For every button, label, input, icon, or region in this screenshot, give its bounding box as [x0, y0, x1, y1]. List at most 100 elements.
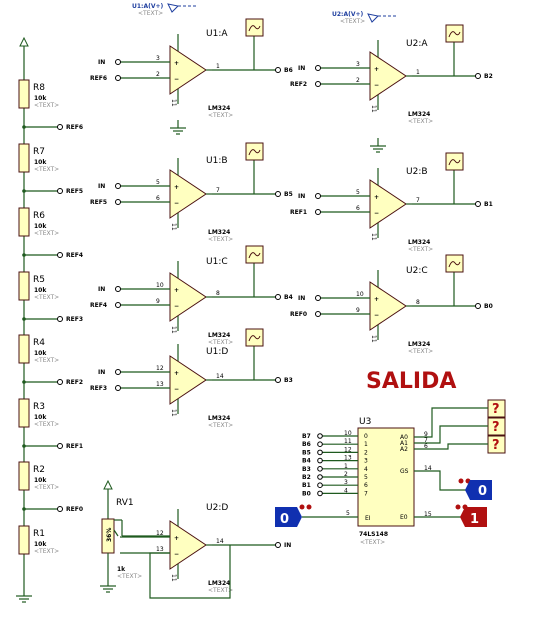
- svg-text:?: ?: [492, 402, 500, 417]
- u3-input-name: 3: [364, 458, 368, 465]
- svg-text:9: 9: [156, 298, 160, 305]
- input-net-label: IN: [98, 369, 105, 376]
- salida-title: SALIDA: [366, 369, 456, 394]
- ei-state-indicator: [275, 507, 302, 527]
- eo-state-indicator: [460, 507, 487, 527]
- resistor-value: 10k: [34, 350, 47, 357]
- u3-input-net: B7: [302, 433, 311, 440]
- ground-icon: [169, 119, 187, 135]
- svg-text:3: 3: [156, 55, 160, 62]
- net-terminal-icon: [317, 457, 323, 464]
- net-terminal-icon: [115, 59, 121, 65]
- opamp-blocks: +−1132INREF61B6U1:ALM324<TEXT>+−1156INRE…: [90, 18, 493, 599]
- logic-probe-a1: ?: [487, 417, 506, 436]
- input-net-label: IN: [98, 286, 105, 293]
- opamp-part: LM324: [408, 111, 430, 118]
- resistor-text: <TEXT>: [34, 166, 59, 173]
- u3-output-name: A2: [400, 446, 408, 453]
- svg-text:7: 7: [416, 197, 420, 204]
- svg-text:11: 11: [170, 99, 177, 107]
- svg-text:+: +: [374, 66, 379, 73]
- svg-text:−: −: [174, 551, 179, 558]
- resistor-ref: R6: [33, 211, 45, 221]
- output-net-label: B3: [284, 377, 293, 384]
- input-net-label: REF6: [90, 75, 107, 82]
- svg-text:11: 11: [370, 335, 377, 343]
- svg-text:11: 11: [344, 438, 352, 445]
- u3-output-name: GS: [400, 468, 409, 475]
- opamp-text: <TEXT>: [208, 422, 233, 429]
- opamp-ref: U2:C: [406, 266, 428, 276]
- svg-text:?: ?: [492, 420, 500, 435]
- resistor-value: 10k: [34, 95, 47, 102]
- svg-text:−: −: [374, 210, 379, 217]
- opamp-text: <TEXT>: [408, 246, 433, 253]
- resistor-ref: R2: [33, 465, 45, 475]
- u3-input-name: 1: [364, 441, 368, 448]
- svg-text:3: 3: [344, 479, 348, 486]
- svg-text:3: 3: [356, 61, 360, 68]
- u3-input-net: B3: [302, 466, 311, 473]
- resistor-text: <TEXT>: [34, 357, 59, 364]
- logic-probe-a0: ?: [487, 399, 506, 418]
- svg-text:−: −: [174, 200, 179, 207]
- resistor-value: 10k: [34, 159, 47, 166]
- power-label-u1: U1:A(V+): [132, 3, 164, 10]
- opamp-text: <TEXT>: [208, 236, 233, 243]
- svg-text:+: +: [174, 287, 179, 294]
- net-terminal-icon: [317, 441, 323, 448]
- net-terminal-icon: [57, 124, 63, 130]
- svg-text:−: −: [374, 82, 379, 89]
- net-terminal-icon: [57, 188, 63, 194]
- net-terminal-icon: [475, 201, 481, 207]
- net-label: REF3: [66, 316, 83, 323]
- net-terminal-icon: [315, 209, 321, 215]
- gs-state-indicator: [465, 480, 492, 500]
- opamp-ref: U1:D: [206, 347, 228, 357]
- svg-text:<TEXT>: <TEXT>: [138, 10, 163, 17]
- net-label: REF6: [66, 124, 83, 131]
- svg-text:+: +: [174, 370, 179, 377]
- voltage-probe-icon: [445, 152, 464, 171]
- svg-text:+: +: [374, 194, 379, 201]
- output-net-label: B5: [284, 191, 293, 198]
- svg-text:5: 5: [356, 189, 360, 196]
- svg-text:1: 1: [344, 463, 348, 470]
- svg-text:+: +: [174, 184, 179, 191]
- net-terminal-icon: [317, 490, 323, 497]
- opamp-icon: [169, 355, 213, 405]
- svg-text:−: −: [174, 386, 179, 393]
- svg-text:9: 9: [356, 307, 360, 314]
- svg-text:11: 11: [370, 105, 377, 113]
- u3-output-name: A0: [400, 434, 408, 441]
- net-terminal-icon: [315, 295, 321, 301]
- net-label: REF4: [66, 252, 83, 259]
- svg-text:2: 2: [156, 71, 160, 78]
- svg-text:1: 1: [416, 69, 420, 76]
- input-net-label: IN: [98, 183, 105, 190]
- opamp-ref: U2:A: [406, 39, 428, 49]
- svg-text:EI: EI: [365, 515, 371, 522]
- u3-input-net: B4: [302, 458, 311, 465]
- output-net-label: B1: [484, 201, 493, 208]
- opamp-ref: U2:D: [206, 503, 228, 513]
- resistor-text: <TEXT>: [34, 421, 59, 428]
- svg-text:10: 10: [156, 282, 164, 289]
- opamp-icon: [169, 169, 213, 219]
- u3-input-net: B6: [302, 441, 311, 448]
- output-net-label: IN: [284, 542, 291, 549]
- net-terminal-icon: [475, 303, 481, 309]
- svg-text:9: 9: [424, 431, 428, 438]
- resistor-ref: R8: [33, 83, 45, 93]
- u3-part: 74LS148: [359, 531, 388, 538]
- input-net-label: REF4: [90, 302, 107, 309]
- resistor-value: 10k: [34, 223, 47, 230]
- svg-text:7: 7: [424, 437, 428, 444]
